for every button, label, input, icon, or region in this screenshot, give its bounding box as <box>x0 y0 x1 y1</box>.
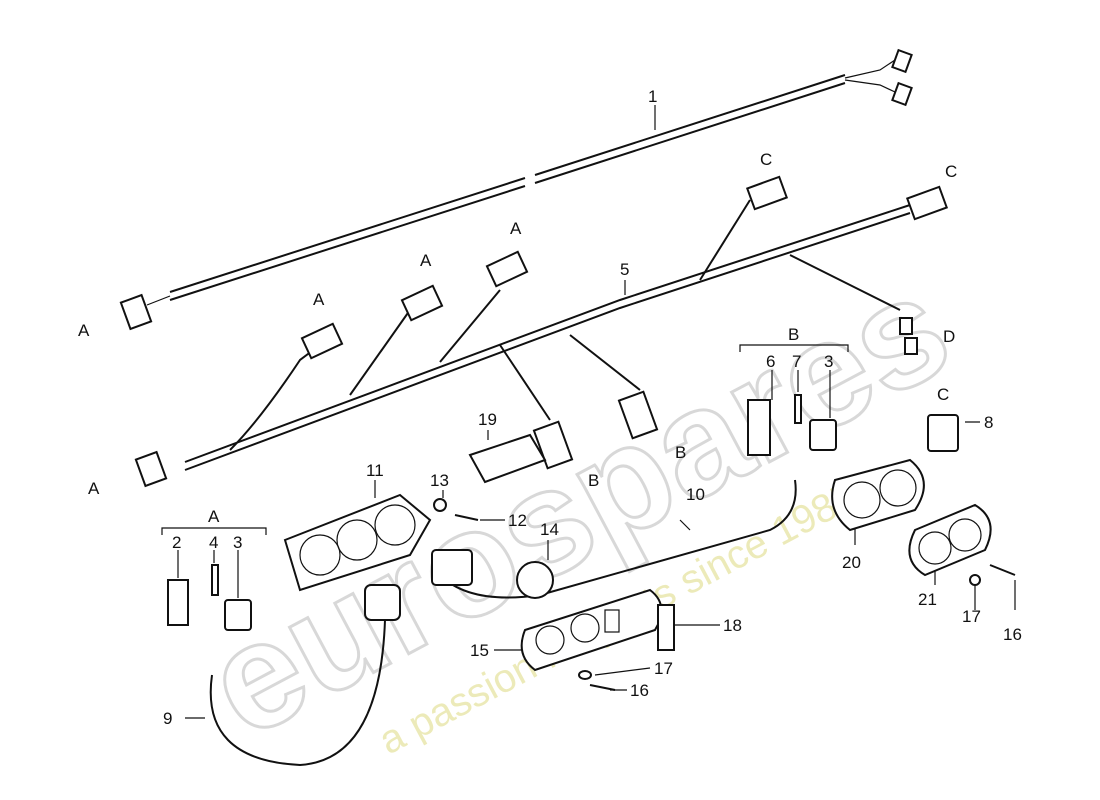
label-5: 5 <box>620 260 629 279</box>
label-B-2: B <box>588 471 599 490</box>
label-C-3: C <box>937 385 949 404</box>
label-A-1: A <box>78 321 90 340</box>
label-18: 18 <box>723 616 742 635</box>
harness-1 <box>119 48 913 331</box>
label-16-lower: 16 <box>630 681 649 700</box>
callout-labels: 1 5 19 6 7 3 8 11 13 12 10 14 20 21 17 1… <box>78 87 1022 728</box>
label-14: 14 <box>540 520 559 539</box>
strip-18 <box>657 604 675 651</box>
label-7: 7 <box>792 352 801 371</box>
leader-lines <box>177 105 1016 719</box>
bezel-15 <box>520 588 663 672</box>
label-2: 2 <box>172 533 181 552</box>
label-17-right: 17 <box>962 607 981 626</box>
label-8: 8 <box>984 413 993 432</box>
label-13: 13 <box>430 471 449 490</box>
label-A-2: A <box>313 290 325 309</box>
label-B-1: B <box>788 325 799 344</box>
bezel-21 <box>908 503 992 577</box>
label-A-6: A <box>208 507 220 526</box>
label-3-b: 3 <box>824 352 833 371</box>
vent-housing-11 <box>283 493 432 592</box>
label-19: 19 <box>478 410 497 429</box>
nut-13 <box>433 498 447 512</box>
label-1: 1 <box>648 87 657 106</box>
screw-16 <box>989 564 1016 576</box>
label-C-1: C <box>760 150 772 169</box>
label-12: 12 <box>508 511 527 530</box>
label-10: 10 <box>686 485 705 504</box>
screw-16b <box>589 684 616 691</box>
label-C-2: C <box>945 162 957 181</box>
relay-19 <box>468 433 547 484</box>
vent-20 <box>831 458 925 532</box>
screw-12 <box>454 514 479 521</box>
label-15: 15 <box>470 641 489 660</box>
label-21: 21 <box>918 590 937 609</box>
cap-14 <box>516 561 554 599</box>
label-A-3: A <box>420 251 432 270</box>
connector-8 <box>927 414 959 452</box>
label-9: 9 <box>163 709 172 728</box>
label-6: 6 <box>766 352 775 371</box>
label-16-right: 16 <box>1003 625 1022 644</box>
cable-9 <box>209 584 401 767</box>
washer-17b <box>578 670 592 680</box>
label-D: D <box>943 327 955 346</box>
harness-5 <box>134 175 949 488</box>
label-3-a: 3 <box>233 533 242 552</box>
pins-A-group <box>161 527 267 631</box>
label-A-4: A <box>510 219 522 238</box>
label-4: 4 <box>209 533 218 552</box>
washer-17 <box>969 574 981 586</box>
label-17-lower: 17 <box>654 659 673 678</box>
pins-B-group <box>739 344 849 456</box>
label-B-3: B <box>675 443 686 462</box>
label-20: 20 <box>842 553 861 572</box>
label-11: 11 <box>366 461 384 480</box>
label-A-5: A <box>88 479 100 498</box>
